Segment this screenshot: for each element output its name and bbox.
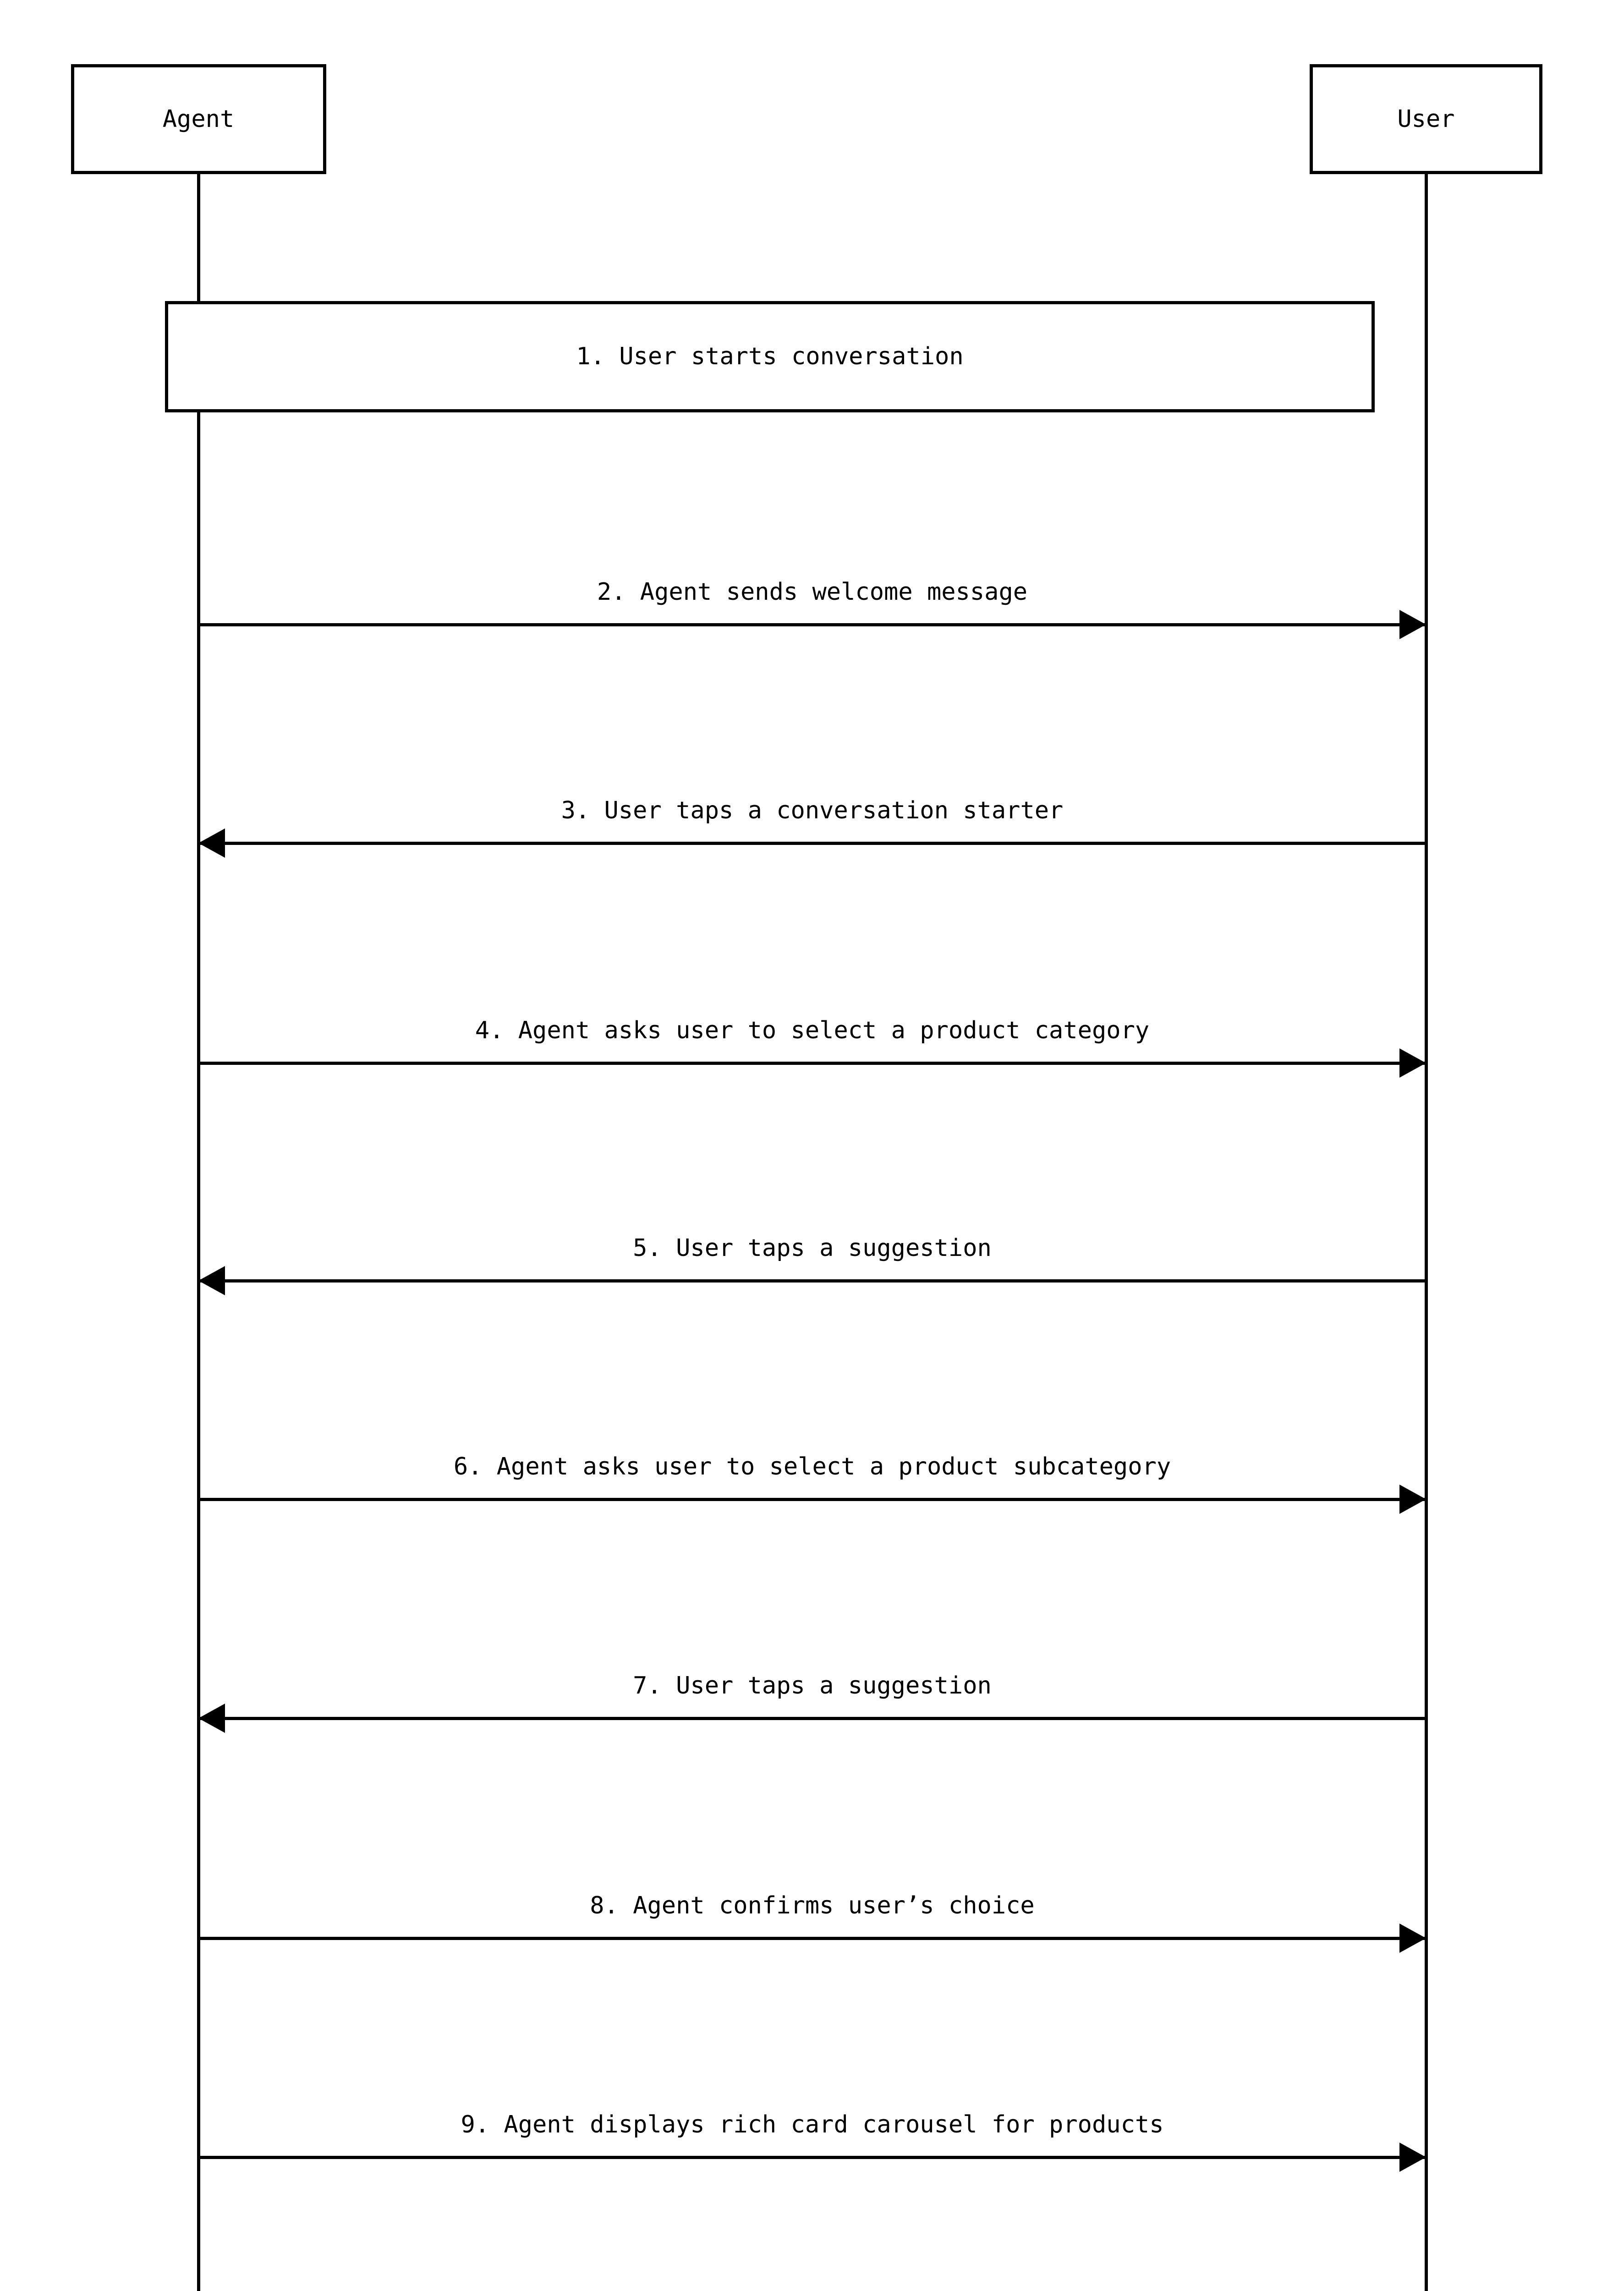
message-label-9: 9. Agent displays rich card carousel for… <box>461 2111 1164 2138</box>
arrowhead-right-6 <box>1399 1485 1426 1514</box>
message-line-6 <box>198 1498 1426 1501</box>
arrowhead-left-3 <box>198 828 225 858</box>
message-line-3 <box>198 842 1426 845</box>
lifeline-user <box>1425 174 1428 2291</box>
arrowhead-right-4 <box>1399 1048 1426 1078</box>
message-label-5: 5. User taps a suggestion <box>633 1234 992 1262</box>
message-line-5 <box>198 1279 1426 1283</box>
message-line-2 <box>198 623 1426 626</box>
arrowhead-left-5 <box>198 1266 225 1295</box>
message-label-2: 2. Agent sends welcome message <box>597 578 1028 606</box>
message-line-7 <box>198 1717 1426 1720</box>
message-box-1: 1. User starts conversation <box>165 301 1375 412</box>
participant-label-user: User <box>1397 105 1455 133</box>
message-line-9 <box>198 2156 1426 2159</box>
message-label-8: 8. Agent confirms user’s choice <box>590 1892 1035 1919</box>
arrowhead-right-2 <box>1399 610 1426 639</box>
message-label-7: 7. User taps a suggestion <box>633 1672 992 1699</box>
arrowhead-right-9 <box>1399 2143 1426 2172</box>
arrowhead-right-8 <box>1399 1924 1426 1953</box>
message-label-6: 6. Agent asks user to select a product s… <box>453 1453 1171 1480</box>
message-line-4 <box>198 1062 1426 1065</box>
participant-head-agent[interactable]: Agent <box>71 64 326 174</box>
message-label-3: 3. User taps a conversation starter <box>561 797 1064 824</box>
message-label-1: 1. User starts conversation <box>576 343 964 371</box>
arrowhead-left-7 <box>198 1704 225 1733</box>
lifeline-agent <box>197 174 200 2291</box>
message-line-8 <box>198 1937 1426 1940</box>
participant-head-user[interactable]: User <box>1310 64 1542 174</box>
participant-label-agent: Agent <box>162 105 235 133</box>
message-label-4: 4. Agent asks user to select a product c… <box>475 1017 1150 1044</box>
